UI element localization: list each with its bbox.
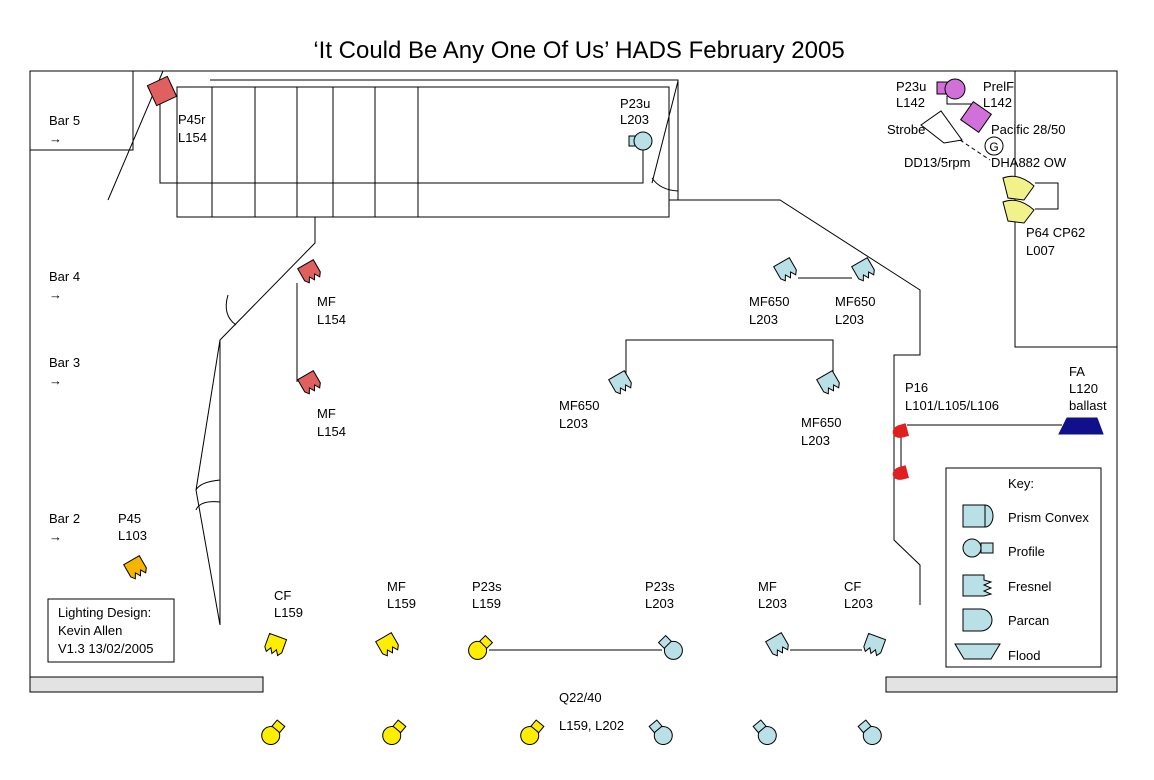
bar4-label: Bar 4 xyxy=(49,269,80,284)
p23u-centre-gel: L203 xyxy=(620,112,649,127)
stage-right-flats xyxy=(669,199,921,605)
p23u-centre-fixture: P23u L203 xyxy=(620,96,653,151)
cf-left-name: CF xyxy=(274,588,291,603)
bar2-label: Bar 2 xyxy=(49,511,80,526)
dd13-label: DD13/5rpm xyxy=(904,155,970,170)
bar4-arrow: → xyxy=(49,287,62,302)
key-title: Key: xyxy=(1008,476,1034,491)
stage-edge-right xyxy=(885,676,1118,693)
front-row-fixtures: CF L159 MF L159 P23s L159 P23s L203 MF L… xyxy=(262,579,887,664)
fresnel-icon xyxy=(962,574,993,597)
cf-right-gel: L203 xyxy=(844,596,873,611)
stage-left-flats xyxy=(195,217,316,626)
p16-gel: L101/L105/L106 xyxy=(905,398,999,413)
prelf-gel: L142 xyxy=(983,95,1012,110)
p16-fa-group: P16 L101/L105/L106 FA L120 ballast xyxy=(892,364,1107,480)
mf-bar3-name: MF xyxy=(317,406,336,421)
stage-outline xyxy=(29,70,1118,690)
diagram-title: ‘It Could Be Any One Of Us’ HADS Februar… xyxy=(313,37,844,64)
p45r-gel: L154 xyxy=(178,130,207,145)
upstage-platform xyxy=(159,79,679,218)
mf-bar4-gel: L154 xyxy=(317,312,346,327)
fa-gel: L120 xyxy=(1069,381,1098,396)
mf-bar3-gel: L154 xyxy=(317,424,346,439)
mf-bar4-fixture: MF L154 xyxy=(296,259,346,382)
p23s-159-name: P23s xyxy=(472,579,502,594)
bar5-label: Bar 5 xyxy=(49,113,80,128)
pacific-label: Pacific 28/50 xyxy=(991,122,1065,137)
mf650-b-name: MF650 xyxy=(835,294,875,309)
p64-gel: L007 xyxy=(1026,243,1055,258)
p45r-fixture: P45r L154 xyxy=(146,75,207,145)
key-box: Key: Prism Convex Profile Fresnel Parcan… xyxy=(945,467,1102,668)
mf-203-gel: L203 xyxy=(758,596,787,611)
cf-left-gel: L159 xyxy=(274,605,303,620)
p23u-centre-name: P23u xyxy=(620,96,650,111)
strobe-label: Strobe xyxy=(887,122,925,137)
mf650-c-name: MF650 xyxy=(559,398,599,413)
credit-box: Lighting Design: Kevin Allen V1.3 13/02/… xyxy=(47,598,175,663)
prism-convex-icon xyxy=(962,504,994,528)
parcan-icon xyxy=(962,608,993,632)
bar3-arrow: → xyxy=(49,373,62,388)
bar2-arrow: → xyxy=(49,529,62,544)
profile-icon xyxy=(962,538,994,558)
prelf-name: PrelF xyxy=(983,79,1014,94)
bar-labels: Bar 5 → Bar 4 → Bar 3 → Bar 2 → xyxy=(49,113,80,544)
key-fresnel: Fresnel xyxy=(1008,579,1051,594)
key-parcan: Parcan xyxy=(1008,613,1049,628)
mf-159-gel: L159 xyxy=(387,596,416,611)
flood-icon xyxy=(954,643,1001,660)
credit-line-1: Lighting Design: xyxy=(58,605,151,620)
credit-line-3: V1.3 13/02/2005 xyxy=(58,641,153,656)
mf650-b-gel: L203 xyxy=(835,312,864,327)
mf-bar3-fixture: MF L154 xyxy=(297,370,346,439)
p64-name: P64 CP62 xyxy=(1026,225,1085,240)
mf650-c-gel: L203 xyxy=(559,416,588,431)
key-profile: Profile xyxy=(1008,544,1045,559)
dha-label: DHA882 OW xyxy=(991,155,1067,170)
mf650-bar4-pair: MF650 L203 MF650 L203 xyxy=(749,257,877,327)
mf650-d-name: MF650 xyxy=(801,415,841,430)
p23u-right-gel: L142 xyxy=(896,95,925,110)
p23s-203-name: P23s xyxy=(645,579,675,594)
fa-name: FA xyxy=(1069,364,1085,379)
q22-gel: L159, L202 xyxy=(559,718,624,733)
p16-name: P16 xyxy=(905,380,928,395)
p45-name: P45 xyxy=(118,511,141,526)
mf-159-name: MF xyxy=(387,579,406,594)
q22-name: Q22/40 xyxy=(559,690,602,705)
bar3-label: Bar 3 xyxy=(49,355,80,370)
p45r-name: P45r xyxy=(178,112,206,127)
key-flood: Flood xyxy=(1008,648,1041,663)
cf-right-name: CF xyxy=(844,579,861,594)
p45-gel: L103 xyxy=(118,528,147,543)
credit-line-2: Kevin Allen xyxy=(58,623,122,638)
mf650-bar3-pair: MF650 L203 MF650 L203 xyxy=(559,339,842,448)
p23u-right-name: P23u xyxy=(896,79,926,94)
gobo-rotator-g: G xyxy=(989,140,998,154)
mf-203-name: MF xyxy=(758,579,777,594)
mf650-d-gel: L203 xyxy=(801,433,830,448)
bar5-arrow: → xyxy=(49,131,62,146)
fa-note: ballast xyxy=(1069,398,1107,413)
stage-edge-left xyxy=(29,676,264,693)
mf650-a-name: MF650 xyxy=(749,294,789,309)
effects-cluster: P23u L142 PrelF L142 Strobe Pacific 28/5… xyxy=(887,78,1085,258)
p23s-159-gel: L159 xyxy=(472,596,501,611)
p23s-203-gel: L203 xyxy=(645,596,674,611)
key-prism-convex: Prism Convex xyxy=(1008,510,1089,525)
foh-q22-fixtures: Q22/40 L159, L202 xyxy=(257,690,886,749)
mf-bar4-name: MF xyxy=(317,294,336,309)
p45-fixture: P45 L103 xyxy=(118,511,149,581)
mf650-a-gel: L203 xyxy=(749,312,778,327)
